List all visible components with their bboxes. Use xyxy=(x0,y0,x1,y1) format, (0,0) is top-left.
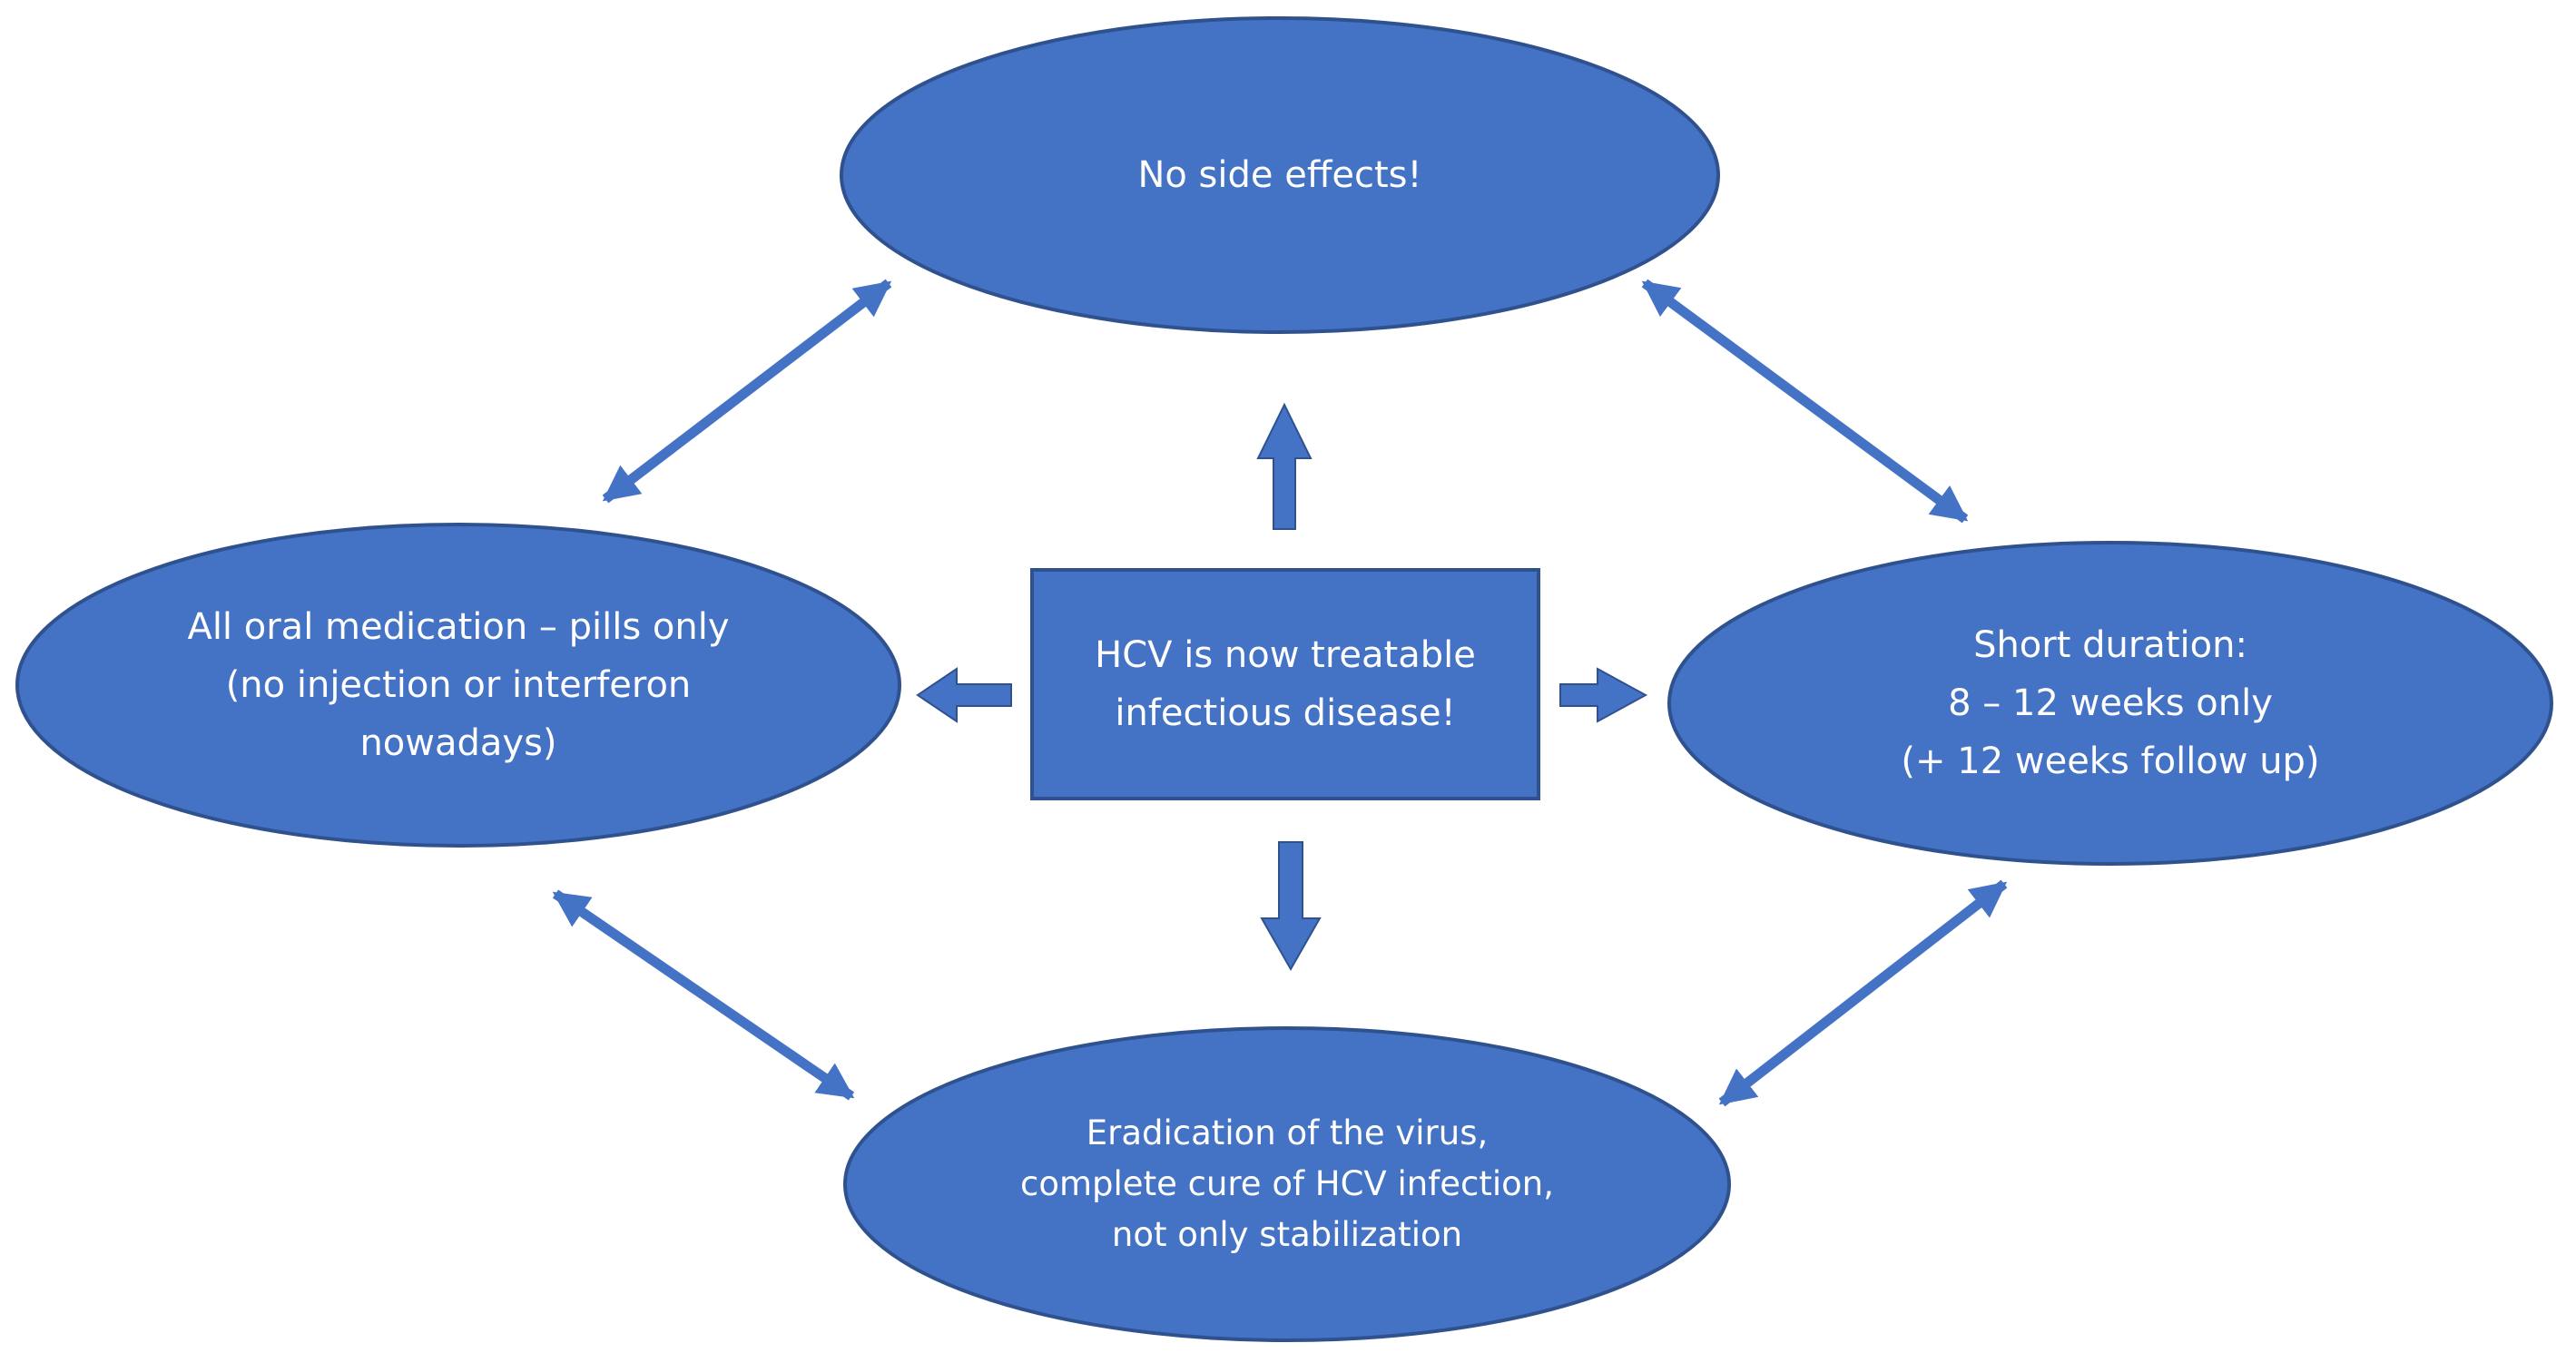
bottom-left-double-arrow xyxy=(552,889,855,1101)
top-ellipse xyxy=(840,16,1720,334)
right-ellipse xyxy=(1667,541,2553,866)
bottom-right-double-arrow xyxy=(1718,879,2008,1107)
left-ellipse xyxy=(15,523,901,848)
down-block-arrow xyxy=(1260,841,1322,972)
up-block-arrow xyxy=(1256,402,1313,530)
center-box xyxy=(1030,568,1540,800)
top-left-double-arrow xyxy=(602,279,892,504)
left-block-arrow xyxy=(916,667,1012,723)
top-right-double-arrow xyxy=(1641,279,1969,524)
bottom-ellipse xyxy=(843,1026,1731,1342)
right-block-arrow xyxy=(1559,667,1648,723)
